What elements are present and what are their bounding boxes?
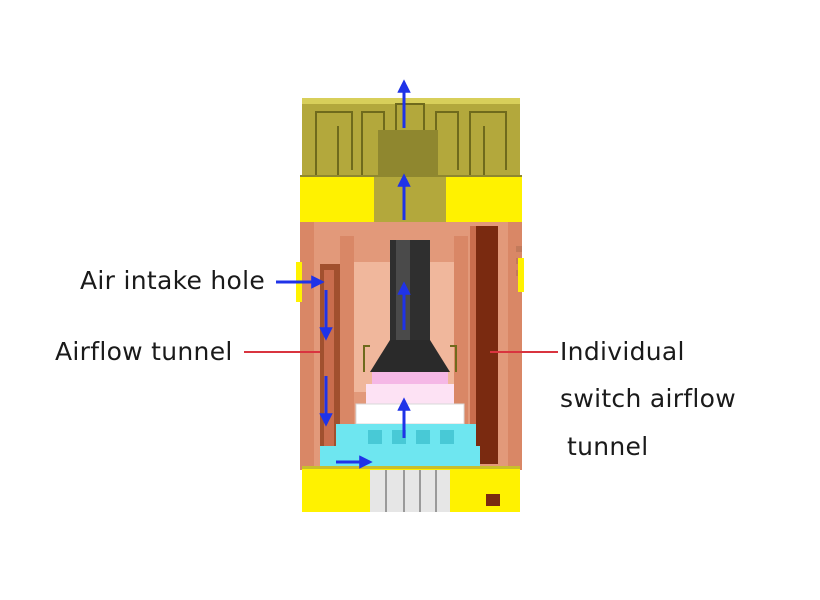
airflow-arrows (276, 79, 411, 469)
top-cap (302, 98, 520, 178)
label-airflow-tunnel: Airflow tunnel (55, 337, 233, 366)
label-individual-line1: Individual (560, 337, 685, 366)
bottom-housing (302, 466, 520, 512)
label-individual-line3: tunnel (567, 432, 649, 461)
label-individual-line2: switch airflow (560, 384, 736, 413)
plunger (355, 372, 465, 425)
cyan-base (320, 424, 480, 466)
label-air-intake-hole: Air intake hole (80, 266, 266, 295)
